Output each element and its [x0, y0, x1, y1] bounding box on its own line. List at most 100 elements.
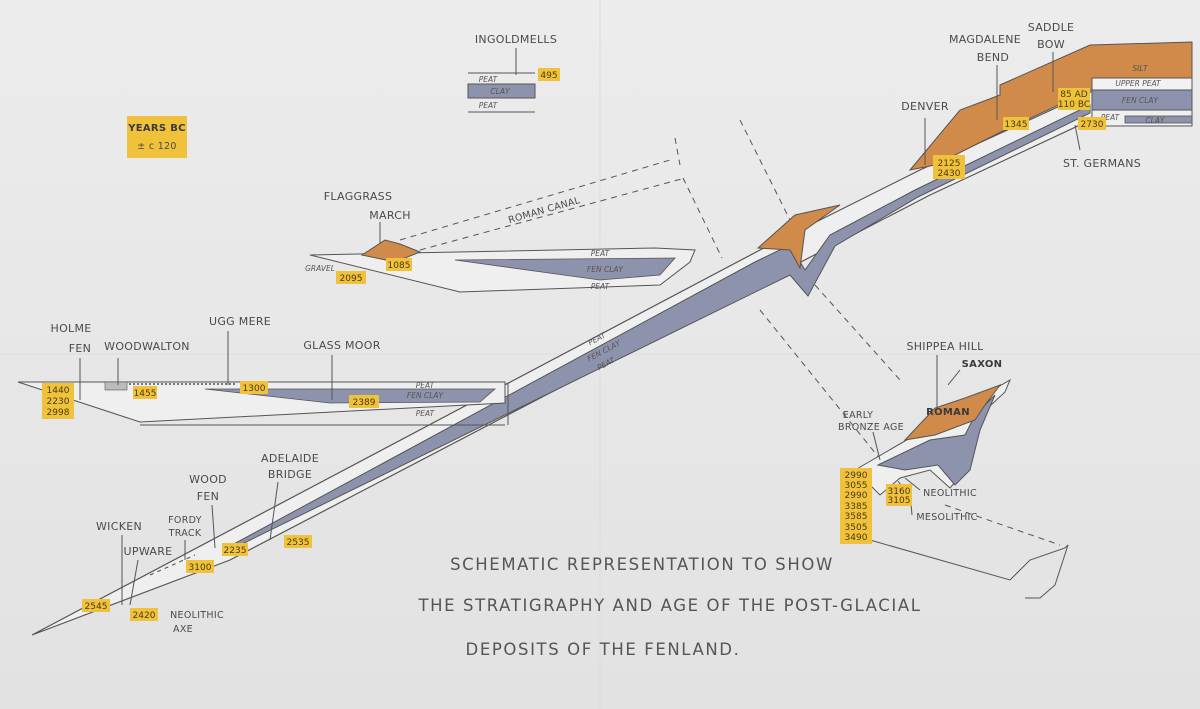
label-bridge: BRIDGE: [268, 468, 312, 481]
legend-subtitle: ± c 120: [137, 141, 176, 152]
lower-clay-block: [1124, 115, 1193, 124]
svg-text:2125: 2125: [938, 159, 961, 169]
date-box: 1455: [133, 386, 157, 399]
label-wood-fen: FEN: [197, 490, 219, 503]
label-upware: UPWARE: [124, 545, 173, 558]
date-box: 2420: [130, 608, 158, 621]
svg-text:3105: 3105: [888, 496, 911, 506]
layer-fen-clay: FEN CLAY: [1122, 96, 1160, 105]
title-line-3: DEPOSITS OF THE FENLAND.: [466, 640, 741, 659]
shippea-section: [854, 378, 1069, 599]
roman-canal-line: [419, 177, 686, 251]
label-wicken: WICKEN: [96, 520, 142, 533]
svg-text:110 BC: 110 BC: [1058, 100, 1090, 110]
roman-canal-line: [399, 159, 671, 241]
label-ugg-mere: UGG MERE: [209, 315, 271, 328]
layer-peat: PEAT: [416, 409, 436, 418]
svg-text:2730: 2730: [1081, 120, 1104, 130]
label-roman: ROMAN: [926, 407, 970, 418]
label-bend: BEND: [977, 51, 1009, 64]
label-march: MARCH: [369, 209, 411, 222]
layer-silt-top: SILT: [1132, 64, 1149, 73]
layer-peat: PEAT: [591, 249, 611, 258]
svg-text:2535: 2535: [287, 538, 310, 548]
svg-text:2389: 2389: [353, 398, 376, 408]
svg-text:2990: 2990: [845, 471, 868, 481]
label-roman-canal: ROMAN CANAL: [507, 195, 582, 226]
ingoldmells-clay: [467, 83, 536, 99]
layer-fen-clay: FEN CLAY: [587, 265, 625, 274]
legend: YEARS BC ± c 120: [127, 116, 187, 158]
svg-text:3505: 3505: [845, 523, 868, 533]
svg-text:2230: 2230: [47, 397, 70, 407]
label-holme-fen: FEN: [69, 342, 91, 355]
label-early: EARLY: [843, 410, 873, 421]
svg-text:2998: 2998: [47, 408, 70, 418]
date-box: 1085: [386, 258, 412, 271]
title-line-2: THE STRATIGRAPHY AND AGE OF THE POST-GLA…: [417, 596, 921, 615]
label-bow: BOW: [1037, 38, 1065, 51]
legend-title: YEARS BC: [127, 123, 186, 134]
layer-clay: CLAY: [490, 87, 511, 96]
layer-peat: PEAT: [416, 381, 436, 390]
date-box: 2389: [349, 395, 379, 408]
projection-line: [149, 554, 196, 576]
date-box: 2730: [1078, 117, 1106, 130]
date-box: 495: [538, 68, 560, 81]
svg-text:85 AD: 85 AD: [1060, 90, 1087, 100]
date-box: 2235: [222, 543, 248, 556]
layer-upper-peat: UPPER PEAT: [1115, 79, 1162, 88]
projection-line: [674, 137, 723, 259]
projection-line: [814, 284, 901, 381]
label-ingoldmells: INGOLDMELLS: [475, 33, 557, 46]
svg-text:1455: 1455: [134, 389, 157, 399]
date-box: 2545: [82, 599, 110, 612]
layer-fen-clay: FEN CLAY: [407, 391, 445, 400]
label-adelaide: ADELAIDE: [261, 452, 319, 465]
label-mesolithic: MESOLITHIC: [916, 512, 977, 523]
svg-text:2990: 2990: [845, 491, 868, 501]
svg-text:2545: 2545: [85, 602, 108, 612]
label-wood: WOOD: [189, 473, 227, 486]
label-fordy: FORDY: [168, 515, 202, 526]
svg-text:1085: 1085: [388, 261, 411, 271]
date-box: 3100: [186, 560, 214, 573]
svg-text:1345: 1345: [1005, 120, 1028, 130]
flaggrass-fen-clay: [454, 257, 676, 281]
title-line-1: SCHEMATIC REPRESENTATION TO SHOW: [450, 555, 834, 574]
ingoldmells-section: [467, 72, 536, 113]
date-box: 2990 3055 2990 3385 3585 3505 3490: [840, 468, 872, 544]
label-gravel: GRAVEL: [305, 264, 335, 273]
svg-text:3055: 3055: [845, 481, 868, 491]
shippea-outline: [869, 539, 1069, 599]
svg-text:3490: 3490: [845, 533, 868, 543]
svg-text:1440: 1440: [47, 386, 70, 396]
layer-peat: PEAT: [479, 75, 499, 84]
label-holme: HOLME: [51, 322, 92, 335]
shippea-clay: [876, 394, 996, 486]
shippea-roman: [903, 383, 1002, 441]
label-magdalene: MAGDALENE: [949, 33, 1021, 46]
roman-silt-top: [908, 41, 1193, 171]
svg-text:2095: 2095: [340, 274, 363, 284]
svg-text:3100: 3100: [189, 563, 212, 573]
main-section: [31, 41, 1193, 636]
label-saxon: SAXON: [962, 359, 1003, 370]
date-box: 1300: [240, 381, 268, 394]
layer-upper-clay: CLAY: [1145, 116, 1166, 125]
projection-line: [739, 119, 791, 221]
date-box: 2095: [336, 271, 366, 284]
legend-box: [127, 116, 187, 158]
svg-text:2430: 2430: [938, 169, 961, 179]
label-track: TRACK: [168, 528, 202, 539]
layer-peat: PEAT: [591, 282, 611, 291]
projection-line: [944, 504, 1061, 546]
svg-text:3160: 3160: [888, 487, 911, 497]
layer-labels: PEAT CLAY PEAT SILT UPPER PEAT FEN CLAY …: [407, 64, 1166, 418]
roman-silt-wedge: [756, 204, 841, 270]
label-neolithic: NEOLITHIC: [923, 488, 977, 499]
